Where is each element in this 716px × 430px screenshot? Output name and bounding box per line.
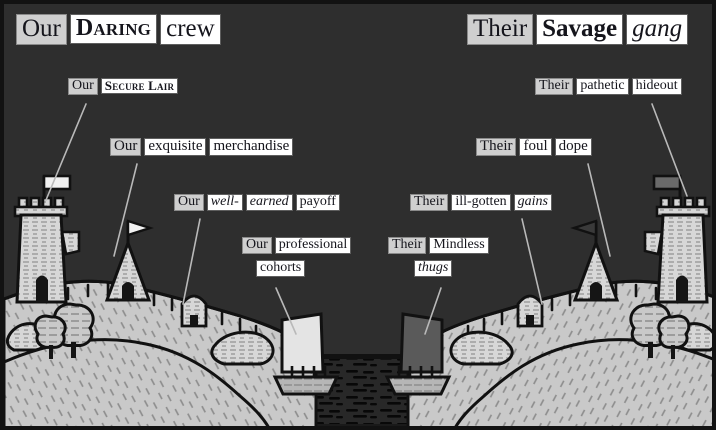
label-their-dope: Their foul dope (476, 138, 592, 156)
label-our-merchandise-possessive: Our (110, 138, 142, 156)
leader-their-thugs (424, 287, 442, 335)
label-their-dope-adjective: foul (519, 138, 552, 156)
label-their-thugs-possessive: Their (388, 237, 427, 254)
title-ours-noun: crew (160, 14, 221, 45)
leader-their-dope (587, 163, 611, 257)
label-their-thugs-adjective: Mindless (429, 237, 489, 254)
title-ours-adjective: Daring (69, 14, 158, 44)
label-their-thugs: Their Mindless thugs (388, 237, 489, 277)
boat-ours (272, 312, 340, 396)
title-ours: Our Daring crew (16, 14, 221, 45)
leader-lines (45, 103, 688, 335)
label-our-lair-possessive: Our (68, 78, 98, 95)
label-their-dope-noun: dope (554, 138, 592, 156)
tent-spire-left (104, 219, 154, 302)
label-their-hideout-possessive: Their (535, 78, 574, 95)
label-our-payoff-adjective-part2: earned (245, 194, 293, 211)
label-their-hideout-noun: hideout (631, 78, 682, 95)
hut-left (180, 294, 208, 328)
castle-tower-left (13, 174, 81, 304)
title-theirs: Their Savage gang (467, 14, 689, 45)
leader-their-gains (521, 218, 543, 305)
label-their-hideout-adjective: pathetic (576, 78, 629, 95)
label-their-dope-possessive: Their (476, 138, 517, 156)
title-theirs-possessive: Their (467, 14, 534, 45)
leader-our-merchandise (113, 163, 138, 257)
label-our-cohorts-adjective: professional (274, 237, 352, 254)
label-our-payoff: Our well- earned payoff (174, 194, 340, 211)
label-our-cohorts: Our professional cohorts (242, 237, 352, 277)
landscape-illustration (4, 4, 712, 426)
trees-right (629, 302, 691, 359)
leader-their-hideout (651, 103, 688, 197)
hut-right (516, 294, 544, 328)
label-our-merchandise-adjective: exquisite (144, 138, 207, 156)
leader-our-lair (45, 103, 87, 201)
leader-our-cohorts (275, 287, 297, 335)
boat-theirs (384, 312, 452, 396)
label-our-payoff-adjective-part1: well- (206, 194, 243, 211)
title-theirs-adjective: Savage (536, 14, 624, 45)
leader-our-payoff (182, 218, 201, 305)
tent-spire-right (570, 219, 620, 302)
label-their-thugs-noun: thugs (414, 260, 453, 277)
castle-tower-right (643, 174, 711, 304)
label-their-gains: Their ill-gotten gains (410, 194, 552, 211)
title-ours-possessive: Our (16, 14, 67, 45)
label-our-lair-term: Secure Lair (100, 78, 179, 94)
title-theirs-noun: gang (626, 14, 689, 45)
trees-left (33, 302, 95, 359)
label-their-gains-possessive: Their (410, 194, 449, 211)
label-our-merchandise-noun: merchandise (209, 138, 294, 156)
label-our-cohorts-possessive: Our (242, 237, 272, 254)
label-their-gains-adjective: ill-gotten (451, 194, 511, 211)
label-their-hideout: Their pathetic hideout (535, 78, 682, 95)
label-our-payoff-noun: payoff (295, 194, 340, 211)
label-our-cohorts-noun: cohorts (256, 260, 306, 277)
label-our-merchandise: Our exquisite merchandise (110, 138, 294, 156)
label-their-gains-noun: gains (513, 194, 552, 211)
label-our-lair: Our Secure Lair (68, 78, 179, 95)
label-our-payoff-possessive: Our (174, 194, 204, 211)
